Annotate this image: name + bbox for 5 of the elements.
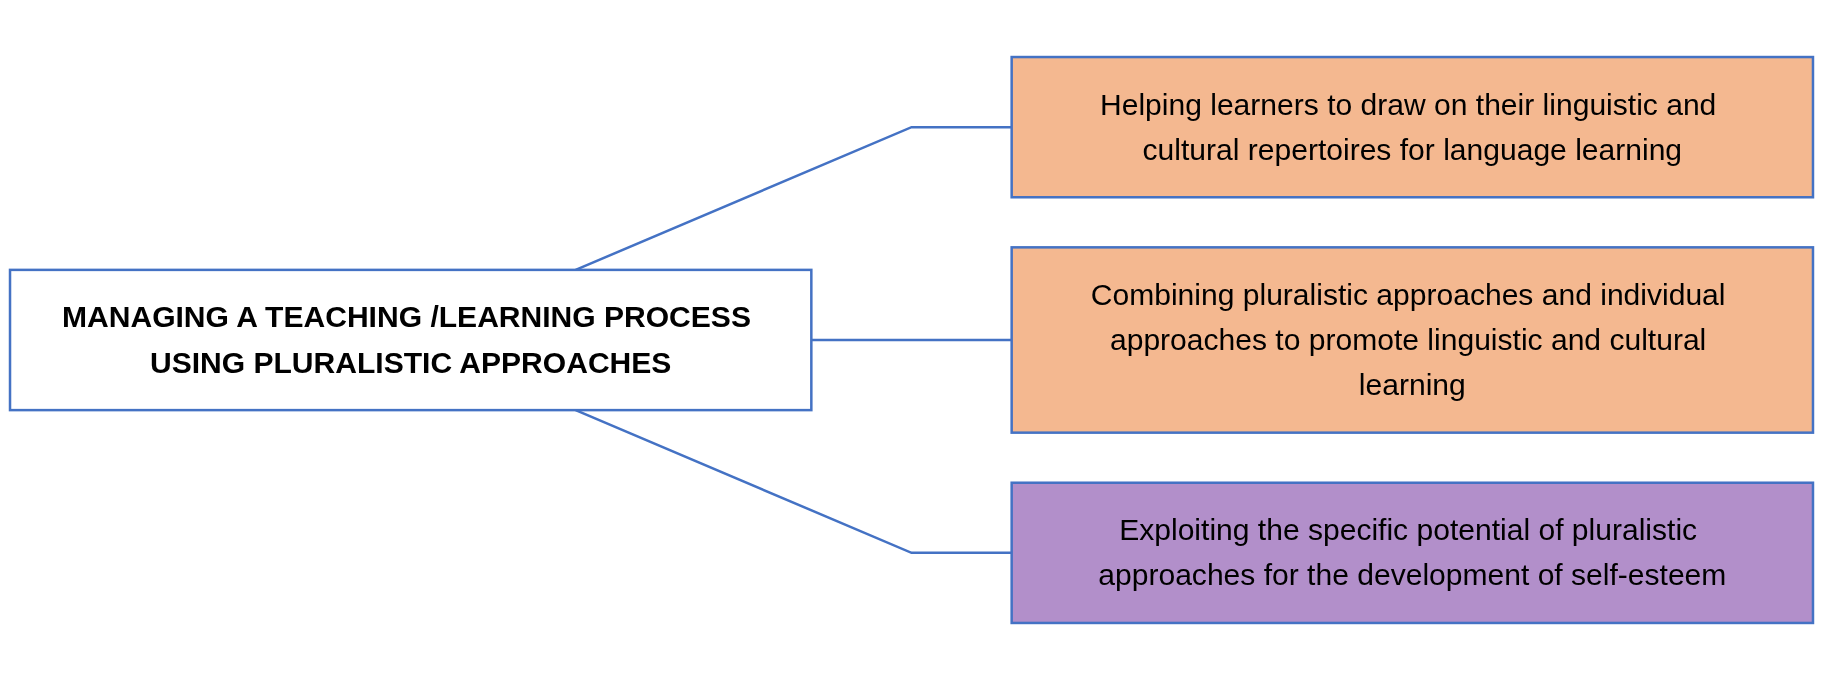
node-box: Exploiting the specific potential of pluralistic approaches for the development of self-esteem	[1010, 481, 1815, 625]
node-box: MANAGING A TEACHING /LEARNING PROCESS USING PLURALISTIC APPROACHES	[8, 268, 813, 412]
node-box: Combining pluralistic approaches and individual approaches to promote linguistic and cultural learning	[1010, 246, 1815, 434]
connector	[811, 338, 1012, 342]
node-box: Helping learners to draw on their linguistic and cultural repertoires for language learning	[1010, 55, 1815, 199]
